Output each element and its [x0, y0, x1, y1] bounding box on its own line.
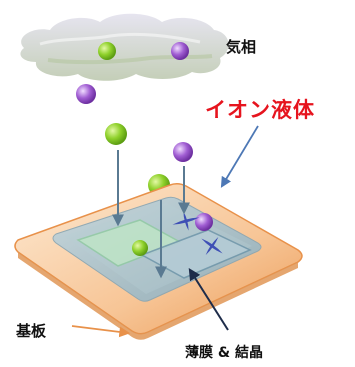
green-particle-on-film: [132, 240, 148, 256]
film-crystal-label: 薄膜 & 結晶: [185, 345, 263, 361]
purple-particle-falling-right: [173, 142, 193, 162]
crystal-nucleus-2: [201, 236, 223, 256]
ionic-liquid-label: イオン液体: [205, 98, 315, 122]
gas-cloud: [20, 13, 229, 81]
crystal-nucleus-1: [172, 211, 200, 231]
green-particle-cloud: [98, 42, 116, 60]
purple-particle-in-liquid: [195, 213, 213, 231]
green-particle-falling-left: [105, 123, 127, 145]
substrate-label: 基板: [16, 322, 47, 340]
purple-particle-cloud: [171, 42, 189, 60]
gas-phase-label: 気相: [226, 38, 257, 56]
film-crystal-pointer: [188, 267, 229, 331]
purple-particle-falling-left: [76, 84, 96, 104]
substrate-pointer: [71, 325, 131, 338]
thin-film-crystal: [76, 219, 252, 279]
ionic-liquid-pointer: [220, 125, 259, 188]
